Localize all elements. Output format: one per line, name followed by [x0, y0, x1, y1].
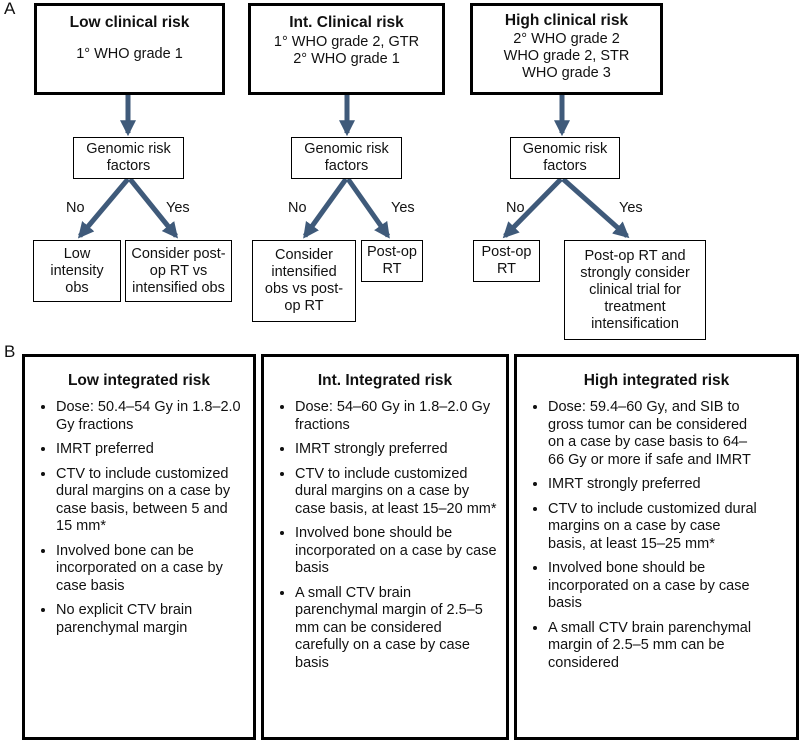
- risk-box-int-clinical: Int. Clinical risk 1° WHO grade 2, GTR 2…: [248, 3, 445, 95]
- risk-criteria: 1° WHO grade 2, GTR 2° WHO grade 1: [251, 34, 442, 68]
- integrated-title: Low integrated risk: [67, 372, 211, 389]
- arrow-int-no: [302, 177, 349, 239]
- recommendation-item: CTV to include customized dural margins …: [548, 501, 760, 554]
- recommendation-item: CTV to include customized dural margins …: [56, 466, 245, 536]
- edge-label-no: No: [66, 200, 85, 216]
- recommendation-list: Dose: 54–60 Gy in 1.8–2.0 Gy fractions I…: [264, 399, 506, 672]
- outcome-low-yes: Consider post-op RT vs intensified obs: [125, 240, 232, 302]
- recommendation-item: IMRT strongly preferred: [548, 476, 760, 494]
- integrated-title: Int. Integrated risk: [317, 372, 453, 389]
- risk-box-low-clinical: Low clinical risk 1° WHO grade 1: [34, 3, 225, 95]
- genomic-node-high: Genomic risk factors: [510, 137, 620, 179]
- recommendation-item: Dose: 54–60 Gy in 1.8–2.0 Gy fractions: [295, 399, 498, 434]
- arrow-low-no: [77, 177, 130, 239]
- outcome-high-no: Post-op RT: [473, 240, 540, 282]
- recommendation-item: IMRT preferred: [56, 441, 245, 459]
- risk-title: Int. Clinical risk: [289, 14, 404, 31]
- recommendation-item: CTV to include customized dural margins …: [295, 466, 498, 519]
- genomic-node-low: Genomic risk factors: [73, 137, 184, 179]
- genomic-node-int: Genomic risk factors: [291, 137, 402, 179]
- risk-box-high-clinical: High clinical risk 2° WHO grade 2 WHO gr…: [470, 3, 663, 95]
- outcome-high-yes: Post-op RT and strongly consider clinica…: [564, 240, 706, 340]
- integrated-title: High integrated risk: [583, 372, 730, 389]
- arrow-int-yes: [345, 177, 391, 239]
- risk-title: High clinical risk: [504, 12, 629, 29]
- recommendation-item: A small CTV brain parenchymal margin of …: [295, 585, 498, 673]
- risk-criterion: 1° WHO grade 2, GTR: [273, 34, 420, 50]
- recommendation-item: Dose: 50.4–54 Gy in 1.8–2.0 Gy fractions: [56, 399, 245, 434]
- risk-criterion: 2° WHO grade 2: [513, 31, 620, 47]
- edge-label-yes: Yes: [391, 200, 415, 216]
- recommendation-item: Involved bone should be incorporated on …: [295, 525, 498, 578]
- recommendation-list: Dose: 50.4–54 Gy in 1.8–2.0 Gy fractions…: [25, 399, 253, 637]
- outcome-low-no: Low intensity obs: [33, 240, 121, 302]
- recommendation-list: Dose: 59.4–60 Gy, and SIB to gross tumor…: [517, 399, 796, 672]
- recommendation-item: A small CTV brain parenchymal margin of …: [548, 620, 760, 673]
- integrated-box-int: Int. Integrated risk Dose: 54–60 Gy in 1…: [261, 354, 509, 740]
- integrated-box-high: High integrated risk Dose: 59.4–60 Gy, a…: [514, 354, 799, 740]
- edge-label-no: No: [288, 200, 307, 216]
- recommendation-item: Involved bone should be incorporated on …: [548, 560, 760, 613]
- outcome-int-no: Consider intensified obs vs post-op RT: [252, 240, 356, 322]
- integrated-box-low: Low integrated risk Dose: 50.4–54 Gy in …: [22, 354, 256, 740]
- recommendation-item: Involved bone can be incorporated on a c…: [56, 543, 245, 596]
- risk-criterion: WHO grade 3: [522, 65, 611, 81]
- risk-criterion: 1° WHO grade 1: [76, 46, 183, 62]
- risk-criteria: 2° WHO grade 2 WHO grade 2, STR WHO grad…: [473, 31, 660, 82]
- panel-label-b: B: [4, 342, 16, 361]
- recommendation-item: IMRT strongly preferred: [295, 441, 498, 459]
- arrow-low-yes: [128, 177, 179, 239]
- edge-label-no: No: [506, 200, 525, 216]
- risk-criterion: 2° WHO grade 1: [293, 51, 400, 67]
- edge-label-yes: Yes: [619, 200, 643, 216]
- risk-criteria: 1° WHO grade 1: [37, 46, 222, 63]
- edge-label-yes: Yes: [166, 200, 190, 216]
- recommendation-item: Dose: 59.4–60 Gy, and SIB to gross tumor…: [548, 399, 760, 469]
- arrow-high-no: [502, 177, 563, 239]
- outcome-int-yes: Post-op RT: [361, 240, 423, 282]
- arrow-high-yes: [561, 177, 630, 239]
- panel-label-a: A: [4, 0, 16, 18]
- recommendation-item: No explicit CTV brain parenchymal margin: [56, 602, 245, 637]
- risk-criterion: WHO grade 2, STR: [503, 48, 630, 64]
- risk-title: Low clinical risk: [69, 14, 190, 31]
